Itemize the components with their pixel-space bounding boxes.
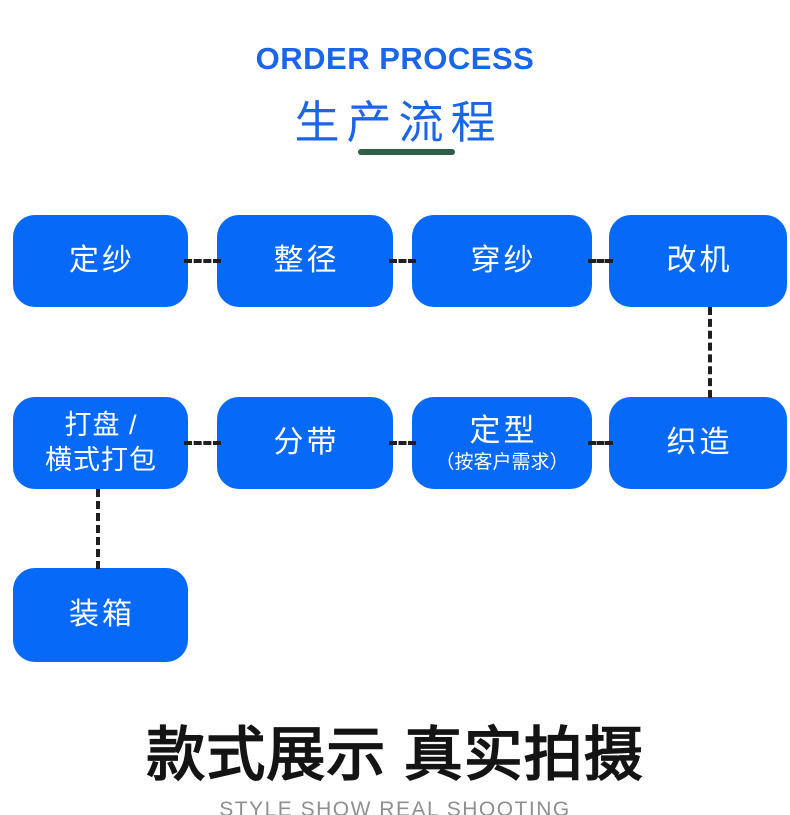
connector-dashed-row1-gap3: [588, 259, 613, 263]
flow-step-tape-splitting: 分带: [217, 397, 393, 489]
flow-step-label: 分带: [273, 426, 340, 459]
flow-step-sublabel: （按客户需求）: [435, 451, 569, 473]
flow-step-threading: 穿纱: [412, 215, 592, 307]
flow-step-label: 整径: [273, 244, 340, 277]
page-title-chinese: 生产流程: [294, 97, 503, 148]
flow-step-machine-adjust: 改机: [609, 215, 787, 307]
flow-step-label-line1: 打盘 /: [64, 409, 138, 440]
section-title-english: STYLE SHOW REAL SHOOTING: [219, 798, 571, 815]
flow-step-label: 定型: [469, 412, 538, 448]
connector-dashed-row2-gap3: [588, 441, 613, 445]
page-title-english: ORDER PROCESS: [255, 41, 535, 76]
section-title-chinese: 款式展示 真实拍摄: [146, 722, 644, 788]
connector-dashed-vertical-left: [96, 489, 100, 569]
flow-step-label: 定纱: [69, 244, 135, 277]
flow-step-label-line2: 横式打包: [45, 445, 157, 475]
connector-dashed-row2-gap1: [184, 441, 221, 445]
flow-step-shaping: 定型 （按客户需求）: [412, 397, 592, 489]
connector-dashed-row2-gap2: [389, 441, 416, 445]
flow-step-boxing: 装箱: [13, 568, 188, 662]
flow-step-label: 装箱: [69, 598, 135, 631]
flow-step-weaving: 织造: [609, 397, 787, 489]
flow-step-label: 穿纱: [470, 244, 537, 277]
flow-step-label: 织造: [666, 426, 733, 459]
connector-dashed-vertical-right: [708, 307, 712, 398]
connector-dashed-row1-gap2: [389, 259, 416, 263]
flow-step-fix-yarn: 定纱: [13, 215, 188, 307]
connector-dashed-row1-gap1: [184, 259, 221, 263]
title-underline-bar: [358, 149, 455, 155]
flow-step-warping: 整径: [217, 215, 393, 307]
flow-step-label: 改机: [666, 244, 733, 277]
flow-step-coiling-packing: 打盘 / 横式打包: [13, 397, 188, 489]
